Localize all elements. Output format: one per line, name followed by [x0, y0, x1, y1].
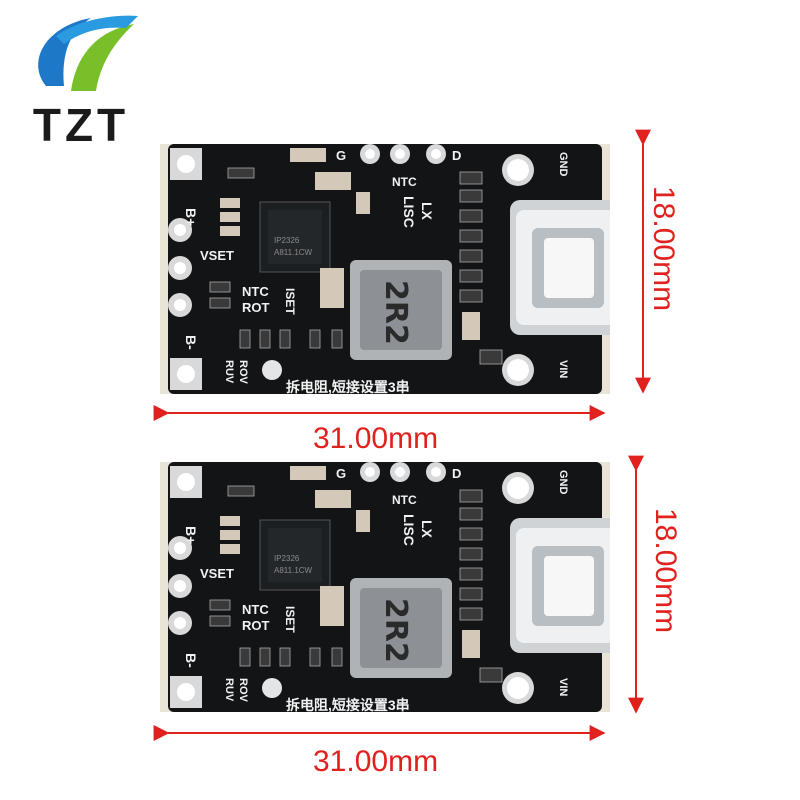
logo-text: TZT: [32, 99, 130, 151]
label-b-plus: B+: [183, 526, 199, 544]
chip-code: A811.1CW: [274, 566, 313, 575]
tzt-logo-icon: [38, 15, 138, 91]
label-d: D: [452, 148, 461, 163]
label-rot: ROT: [242, 618, 270, 633]
width-label-bottom: 31.00mm: [313, 745, 439, 778]
label-iset: ISET: [283, 288, 297, 315]
usb-c-port-icon: [510, 200, 610, 335]
label-ntc: NTC: [242, 602, 269, 617]
label-ntc: NTC: [242, 284, 269, 299]
pcb-board: G D NTC GND VIN B+ B- VSET NTC ROT ISET …: [160, 462, 610, 713]
label-lx: LX: [419, 520, 435, 539]
label-gnd: GND: [557, 470, 569, 495]
label-gnd: GND: [557, 152, 569, 177]
label-ntc-top: NTC: [392, 175, 417, 189]
label-lx: LX: [419, 202, 435, 221]
label-g: G: [336, 148, 346, 163]
label-bottom-note: 拆电阻,短接设置3串: [286, 697, 410, 713]
label-rot: ROT: [242, 300, 270, 315]
board-top: G D NTC GND VIN B+ B- VSET NTC ROT ISET …: [160, 144, 610, 395]
inductor-label: 2R2: [378, 598, 413, 663]
chip-code: A811.1CW: [274, 248, 313, 257]
chip-part: IP2326: [274, 554, 300, 563]
label-vset: VSET: [200, 566, 234, 581]
label-g: G: [336, 466, 346, 481]
height-label-bottom: 18.00mm: [649, 508, 682, 634]
pcb-board: G D NTC GND VIN B+ B- VSET NTC ROT ISET …: [160, 144, 610, 395]
label-d: D: [452, 466, 461, 481]
label-ruv: RUV: [223, 360, 235, 384]
inductor-label: 2R2: [378, 280, 413, 345]
label-ntc-top: NTC: [392, 493, 417, 507]
brand-logo: TZT: [6, 6, 156, 151]
label-b-minus: B-: [183, 335, 199, 350]
label-rov: ROV: [237, 360, 249, 385]
label-lisc: LISC: [401, 514, 417, 546]
label-vset: VSET: [200, 248, 234, 263]
usb-c-port-icon: [510, 518, 610, 653]
board-bottom: G D NTC GND VIN B+ B- VSET NTC ROT ISET …: [0, 318, 800, 718]
label-lisc: LISC: [401, 196, 417, 228]
label-vin: VIN: [557, 678, 569, 696]
height-label-top: 18.00mm: [647, 186, 680, 312]
width-label-top: 31.00mm: [313, 422, 439, 455]
label-bottom-note: 拆电阻,短接设置3串: [286, 379, 410, 395]
label-iset: ISET: [283, 606, 297, 633]
label-b-plus: B+: [183, 208, 199, 226]
label-rov: ROV: [237, 678, 249, 703]
label-b-minus: B-: [183, 653, 199, 668]
chip-part: IP2326: [274, 236, 300, 245]
label-vin: VIN: [557, 360, 569, 378]
label-ruv: RUV: [223, 678, 235, 702]
